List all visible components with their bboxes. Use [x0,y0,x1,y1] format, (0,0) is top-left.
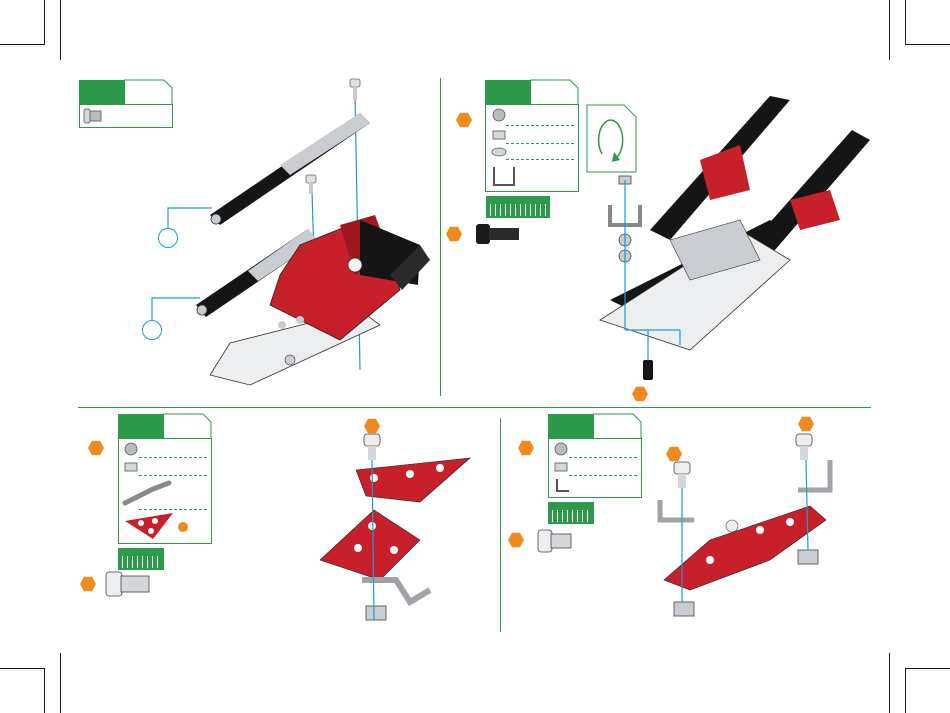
step-circle-lower [142,320,162,340]
screw-icon [123,443,139,455]
nut-icon [123,461,139,473]
panel-divider-middle [78,407,871,408]
crop-mark-top-left-2 [0,0,61,60]
screw-icon [491,109,507,121]
tab-outline [593,412,643,438]
ruler-scale [548,502,594,524]
assembly-illustration [590,90,890,400]
row-separator [506,125,574,126]
row-separator [569,457,637,458]
crop-mark-top-right-2 [889,0,950,60]
nut-icon [491,129,507,141]
parts-tab [548,414,594,438]
screw-count-marker [518,440,534,456]
screw-icon [553,443,569,455]
angle-bracket-icon [490,163,518,189]
angle-bracket-icon [553,477,573,495]
ruler-scale [486,196,550,218]
parts-tab [118,414,164,438]
row-separator [506,159,574,160]
screw-full-size-icon [104,570,156,598]
row-separator [139,457,207,458]
screw-full-size-icon [536,528,576,554]
nut-icon [553,461,569,473]
screw-full-size-icon [474,222,526,246]
parts-list [548,438,642,498]
bent-strip-icon [123,479,173,507]
row-separator [569,475,637,476]
assembly-illustration [310,430,490,640]
triangle-plate-icon [123,511,193,541]
screw-count-marker [88,440,104,456]
panel-divider-bottom [500,418,501,632]
step-circle-upper [158,228,178,248]
screw-length-marker [508,532,524,548]
tab-outline [163,412,213,438]
assembly-illustration [650,430,850,630]
parts-list [485,104,579,192]
crop-mark-bottom-left-2 [0,653,61,713]
row-separator [506,143,574,144]
row-separator [139,475,207,476]
parts-tab [485,80,531,104]
tab-outline [530,78,580,104]
ruler-scale [118,548,164,570]
crop-mark-bottom-right-2 [889,653,950,713]
row-separator [139,509,207,510]
washer-icon [491,146,507,158]
screw-length-marker [80,576,96,592]
parts-list [118,438,212,544]
